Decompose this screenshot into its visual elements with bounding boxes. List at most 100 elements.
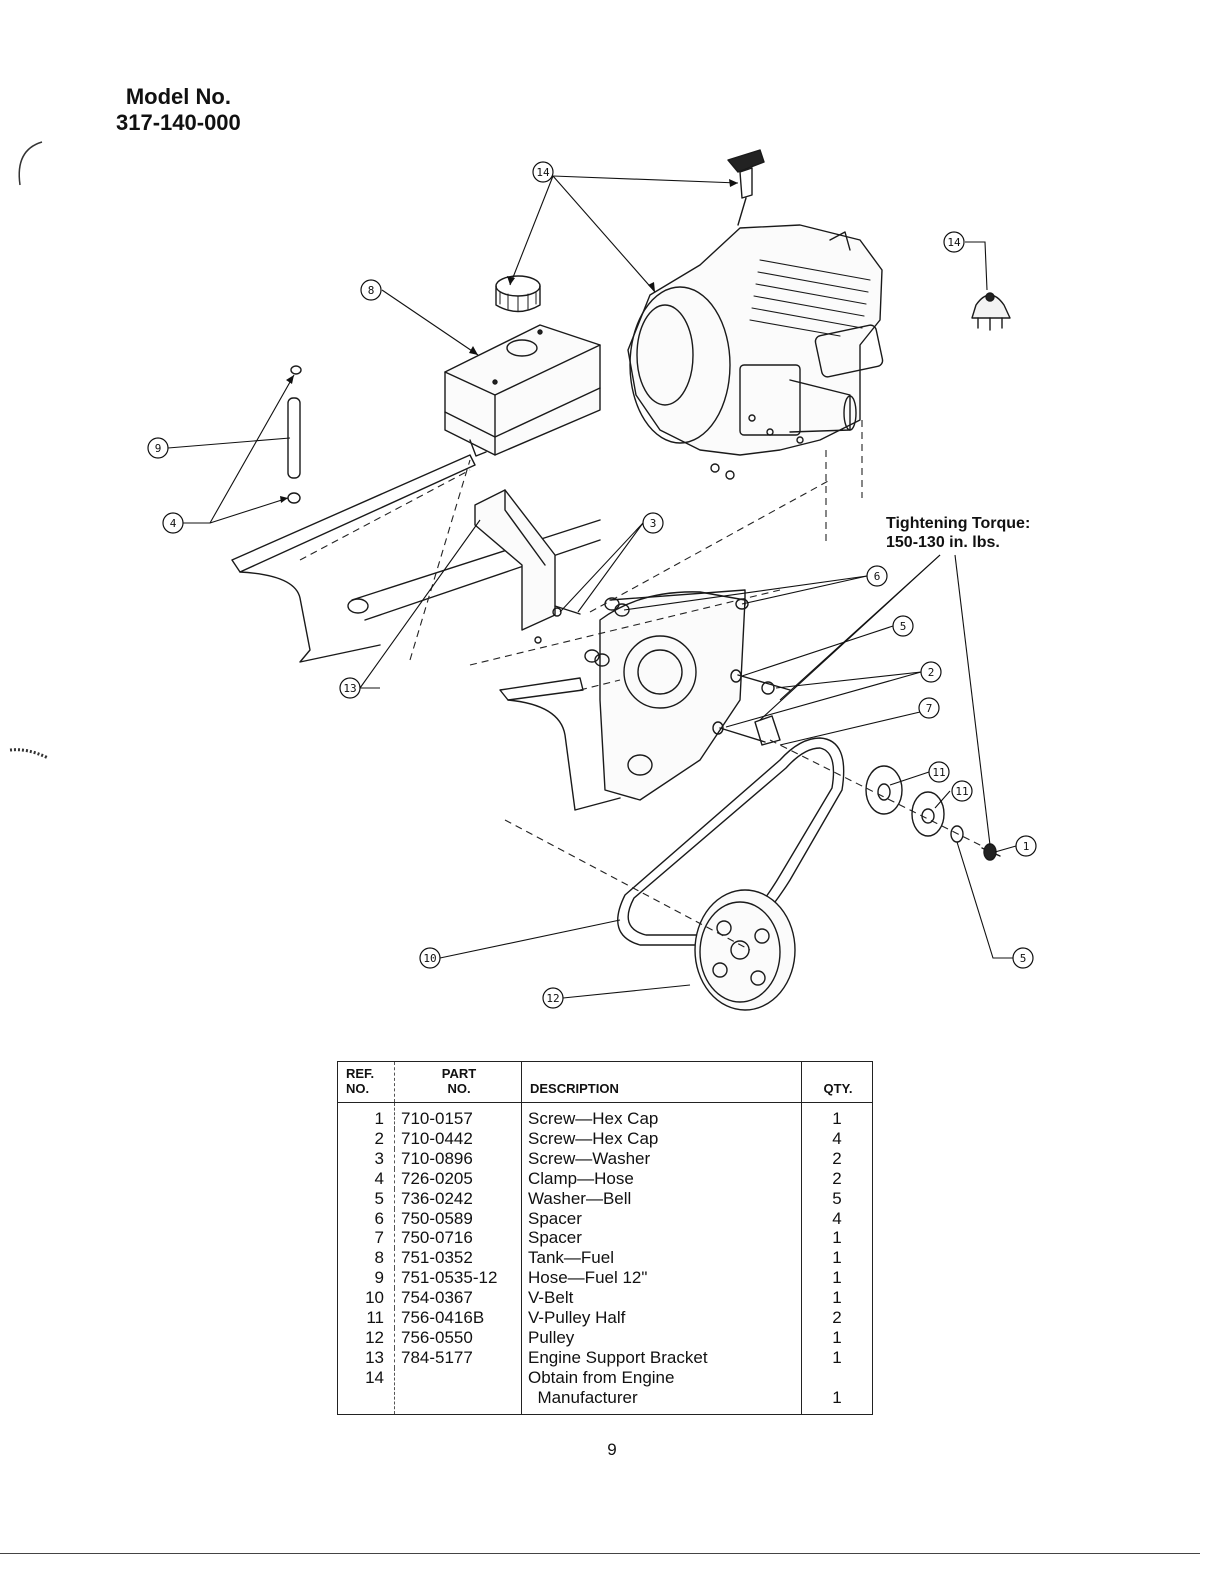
page-bottom-rule — [0, 1553, 1200, 1554]
svg-text:2: 2 — [928, 666, 935, 679]
callout-5: 5 — [892, 615, 914, 637]
description: Screw—Washer — [521, 1148, 802, 1169]
part-no: 754-0367 — [394, 1288, 522, 1309]
model-number: 317-140-000 — [116, 110, 241, 135]
callout-9: 9 — [147, 437, 169, 459]
part-no: 756-0416B — [394, 1308, 522, 1328]
tightening-torque-note: Tightening Torque: 150-130 in. lbs. — [886, 514, 1030, 552]
header-qty: QTY. — [801, 1061, 873, 1103]
bolts-illustration — [552, 605, 791, 746]
description: Screw—Hex Cap — [521, 1102, 802, 1129]
ref-no: 6 — [337, 1208, 395, 1229]
qty: 4 — [832, 1208, 842, 1228]
model-header: Model No. 317-140-000 — [116, 84, 241, 136]
engine-fuel-cap-illustration — [495, 275, 541, 313]
callout-1: 1 — [1015, 835, 1037, 857]
description: V-Pulley Half — [521, 1308, 802, 1328]
svg-text:14: 14 — [947, 236, 961, 249]
engine-illustration — [627, 224, 884, 480]
primer-bulb-illustration — [727, 149, 765, 226]
qty: 1 — [832, 1109, 842, 1128]
qty: 1 — [832, 1288, 842, 1308]
part-no: 710-0157 — [394, 1102, 522, 1129]
description: Washer—Bell — [521, 1188, 802, 1209]
qty: 5 — [832, 1188, 842, 1208]
qty: 2 — [832, 1308, 842, 1328]
callout-12: 12 — [542, 987, 564, 1009]
description: Engine Support Bracket — [521, 1347, 802, 1368]
exploded-parts-diagram: 14 14 8 9 4 3 6 5 2 7 11 11 1 5 13 10 12 — [9, 141, 1037, 1011]
svg-text:4: 4 — [170, 517, 177, 530]
mounting-plate-illustration — [599, 589, 746, 801]
qty: 2 — [832, 1168, 842, 1188]
callout-10: 10 — [419, 947, 441, 969]
svg-text:9: 9 — [155, 442, 162, 455]
description: Spacer — [521, 1228, 802, 1249]
part-no — [394, 1367, 522, 1415]
qty: 1 — [832, 1268, 842, 1288]
description: Obtain from Engine Manufacturer — [521, 1367, 802, 1415]
ref-no: 13 — [337, 1347, 395, 1368]
fuel-hose-illustration — [287, 365, 302, 504]
qty: 1 — [832, 1228, 842, 1248]
frame-illustration — [231, 454, 621, 811]
callout-4: 4 — [162, 512, 184, 534]
svg-text:14: 14 — [536, 166, 550, 179]
fuel-tank-illustration — [444, 324, 601, 457]
header-ref-no: REF.NO. — [337, 1061, 395, 1103]
part-no: 750-0716 — [394, 1228, 522, 1249]
callout-11-a: 11 — [928, 761, 950, 783]
leader-lines — [167, 175, 1017, 999]
description: V-Belt — [521, 1288, 802, 1309]
ref-no: 4 — [337, 1168, 395, 1189]
callout-6: 6 — [866, 565, 888, 587]
svg-text:5: 5 — [900, 620, 907, 633]
svg-text:5: 5 — [1020, 952, 1027, 965]
description: Clamp—Hose — [521, 1168, 802, 1189]
svg-text:1: 1 — [1023, 840, 1030, 853]
part-no: 710-0896 — [394, 1148, 522, 1169]
description: Pulley — [521, 1327, 802, 1348]
ref-no: 12 — [337, 1327, 395, 1348]
ref-no: 9 — [337, 1268, 395, 1289]
callout-14-top: 14 — [532, 161, 554, 183]
callout-14-switch: 14 — [943, 231, 965, 253]
callout-7: 7 — [918, 697, 940, 719]
ref-no: 1 — [337, 1102, 395, 1129]
model-label: Model No. — [125, 84, 231, 109]
ref-no: 10 — [337, 1288, 395, 1309]
torque-value: 150-130 in. lbs. — [886, 534, 1000, 551]
description: Hose—Fuel 12" — [521, 1268, 802, 1289]
part-no: 726-0205 — [394, 1168, 522, 1189]
qty: 1 — [832, 1248, 842, 1268]
svg-text:10: 10 — [423, 952, 436, 965]
ref-no: 11 — [337, 1308, 395, 1328]
part-no: 750-0589 — [394, 1208, 522, 1229]
ref-no: 14 — [337, 1367, 395, 1415]
callout-13: 13 — [339, 677, 361, 699]
callout-5-end: 5 — [1012, 947, 1034, 969]
svg-text:7: 7 — [926, 702, 933, 715]
svg-text:13: 13 — [343, 682, 356, 695]
description: Spacer — [521, 1208, 802, 1229]
callout-11-b: 11 — [951, 780, 973, 802]
assembly-lines — [299, 420, 991, 951]
torque-title: Tightening Torque: — [886, 515, 1031, 532]
scan-marks — [9, 141, 49, 760]
part-no: 736-0242 — [394, 1188, 522, 1209]
callout-2: 2 — [920, 661, 942, 683]
ref-no: 8 — [337, 1248, 395, 1269]
